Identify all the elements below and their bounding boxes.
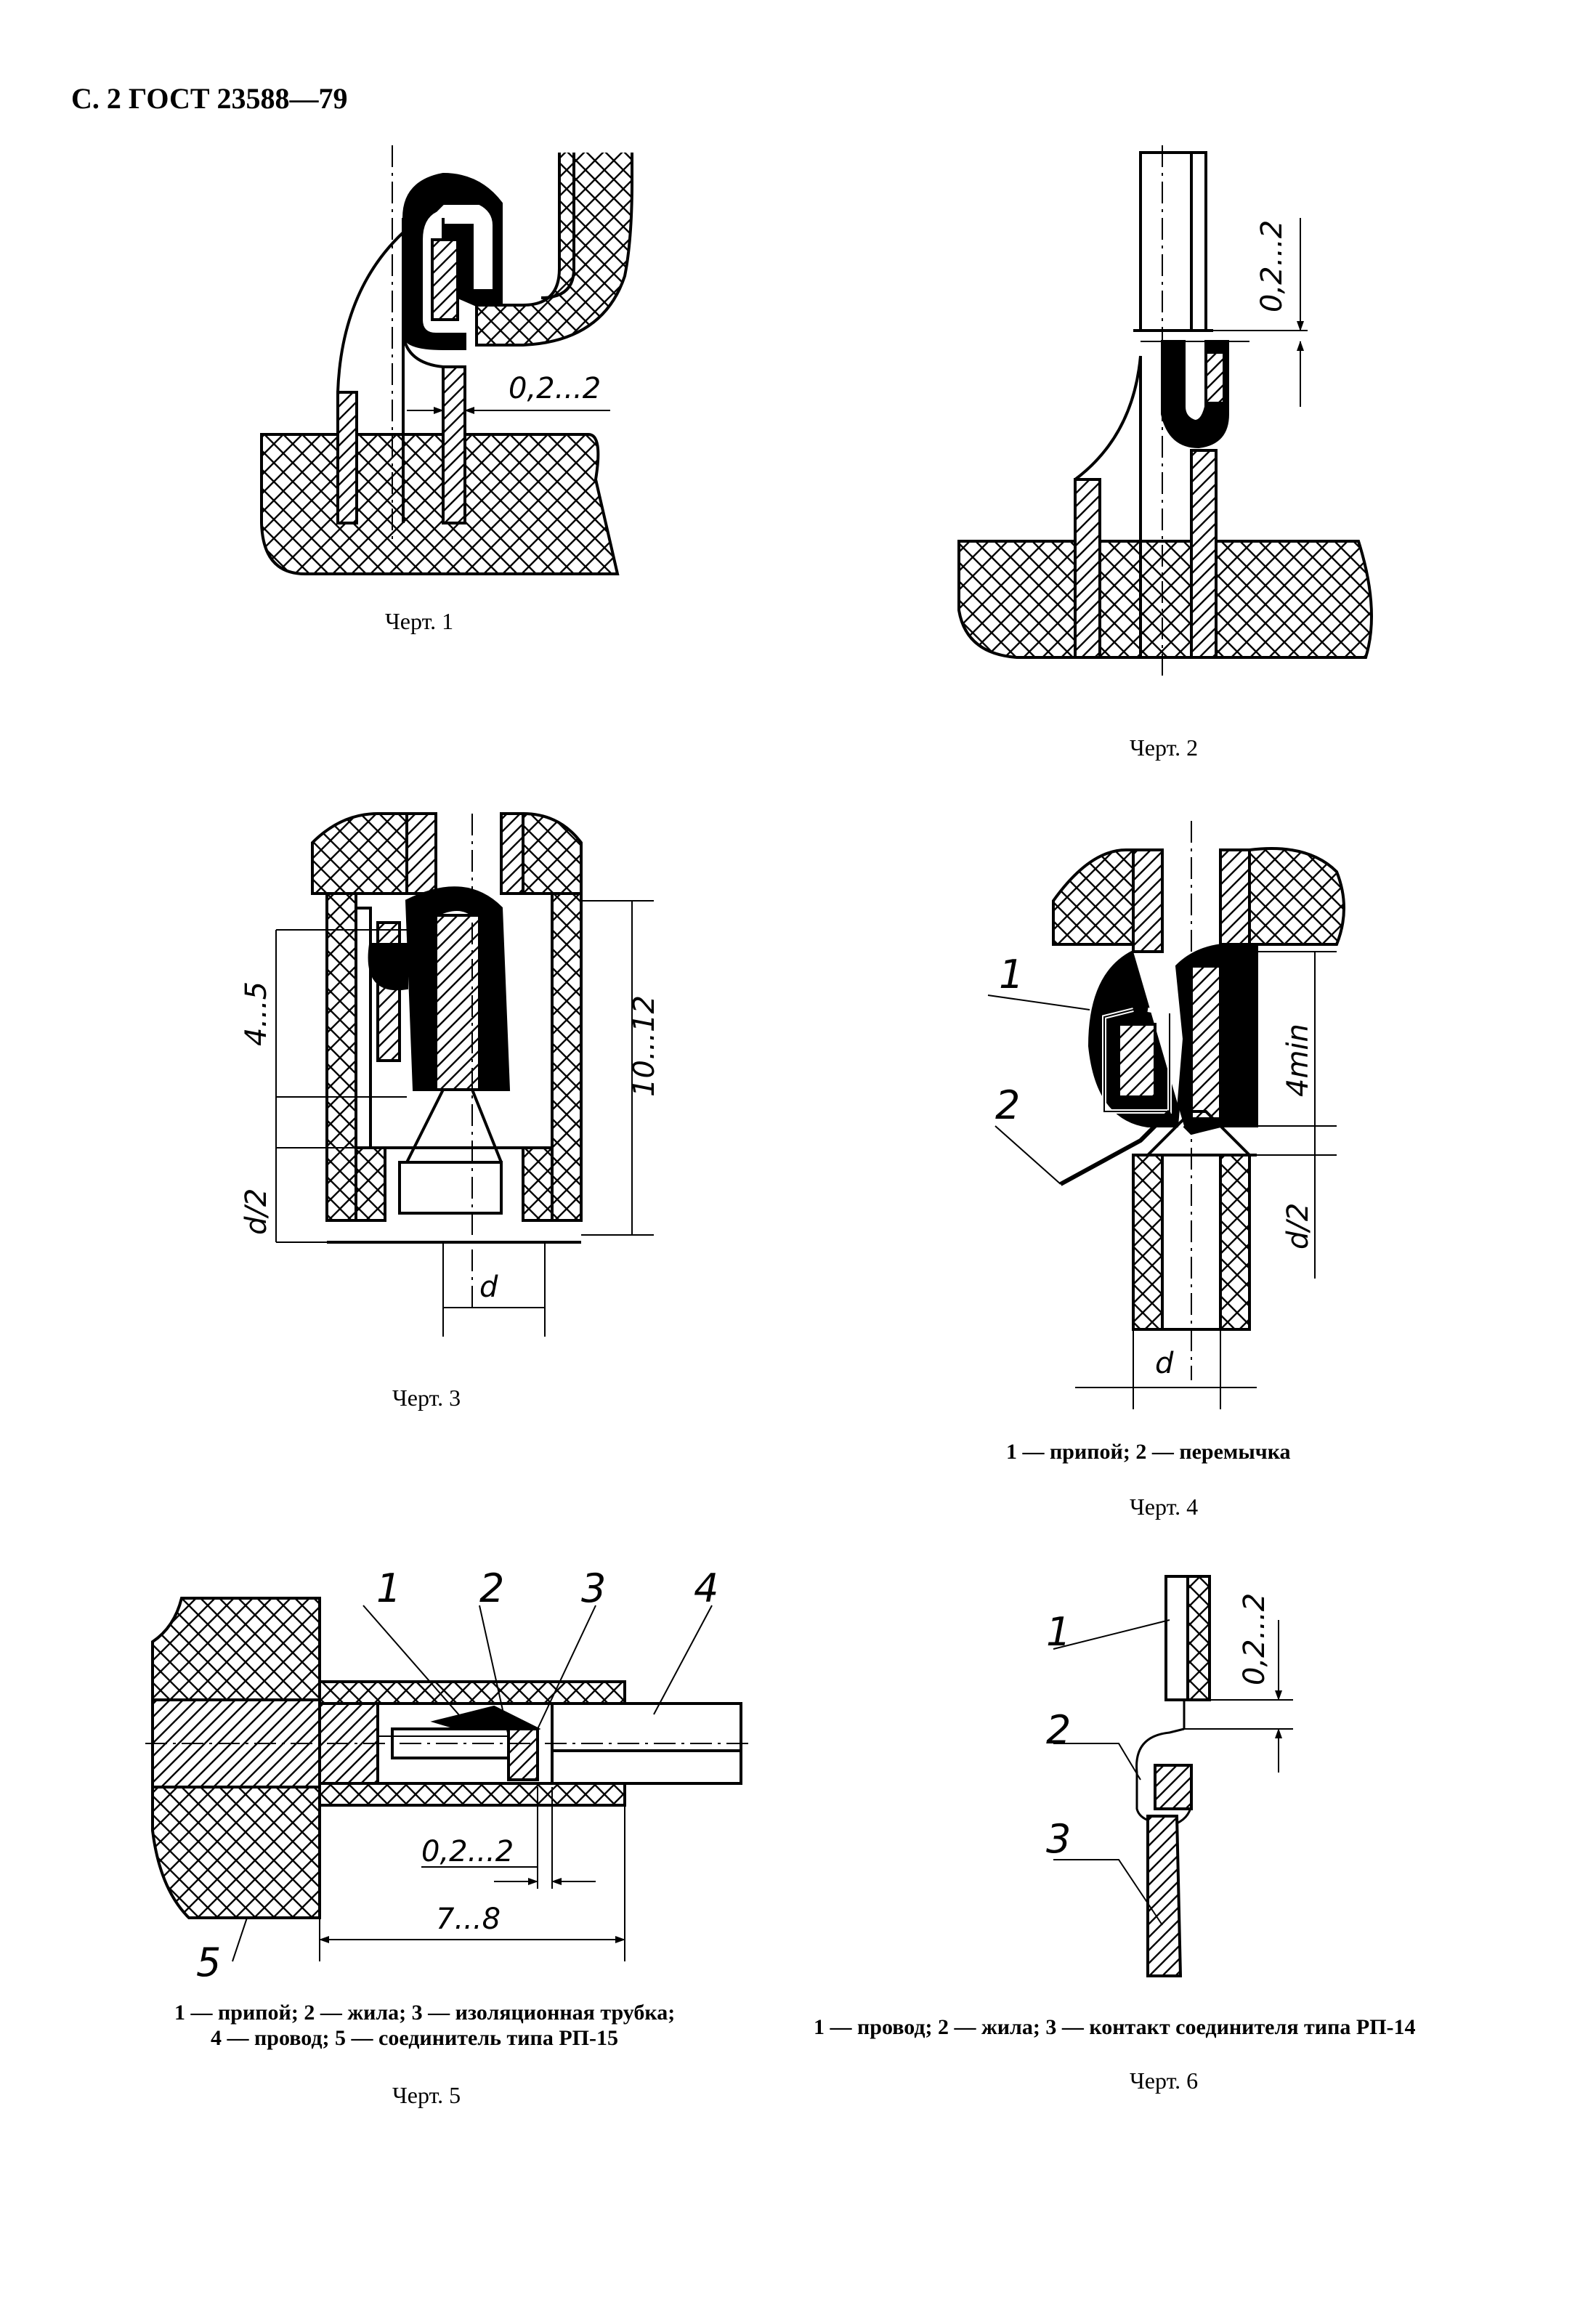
figure-6-caption: Черт. 6 <box>1130 2067 1198 2094</box>
page-header: С. 2 ГОСТ 23588—79 <box>71 82 348 115</box>
figure-5-legend-line-2: 4 — провод; 5 — соединитель типа РП-15 <box>211 2026 618 2050</box>
figure-5-length-dimension: 7...8 <box>436 1903 501 1936</box>
figure-4-caption: Черт. 4 <box>1130 1494 1198 1520</box>
figure-5-label-4: 4 <box>694 1565 718 1611</box>
figure-5-label-2: 2 <box>479 1565 504 1611</box>
figure-5-caption: Черт. 5 <box>392 2082 461 2108</box>
figure-6-label-3: 3 <box>1046 1816 1071 1862</box>
figure-5-label-5: 5 <box>196 1940 221 1985</box>
figure-3-dim-c: d/2 <box>240 1188 273 1235</box>
figure-3-caption: Черт. 3 <box>392 1385 461 1411</box>
figure-3-dim-b: 10...12 <box>628 995 661 1097</box>
figure-4 <box>987 821 1345 1409</box>
figure-6-legend: 1 — провод; 2 — жила; 3 — контакт соедин… <box>814 2015 1416 2039</box>
figure-3-dim-d: d <box>479 1271 498 1304</box>
figure-1 <box>260 145 633 575</box>
figure-4-dim-b: d/2 <box>1281 1203 1315 1249</box>
figure-5-legend-line-1: 1 — припой; 2 — жила; 3 — изоляционная т… <box>174 2001 675 2025</box>
figure-4-dim-a: 4min <box>1281 1024 1315 1097</box>
figure-3-dim-a: 4...5 <box>240 981 273 1046</box>
figure-6-label-1: 1 <box>1046 1609 1071 1655</box>
figure-2-gap-dimension: 0,2...2 <box>1255 220 1289 312</box>
figure-5-gap-dimension: 0,2...2 <box>421 1835 514 1868</box>
figure-2-caption: Черт. 2 <box>1130 734 1198 761</box>
figure-4-label-1: 1 <box>999 952 1024 997</box>
figure-5-label-3: 3 <box>581 1565 606 1611</box>
figure-4-legend: 1 — припой; 2 — перемычка <box>1006 1440 1291 1464</box>
figure-5-label-1: 1 <box>376 1565 401 1611</box>
figure-4-dim-d: d <box>1155 1347 1174 1380</box>
figure-2 <box>957 145 1373 676</box>
figure-3 <box>275 811 654 1337</box>
figure-6 <box>1053 1575 1293 1977</box>
figure-1-caption: Черт. 1 <box>385 608 453 634</box>
figure-6-gap-dimension: 0,2...2 <box>1238 1593 1271 1685</box>
figure-5 <box>145 1597 748 1962</box>
figure-6-label-2: 2 <box>1046 1707 1071 1753</box>
figure-1-gap-dimension: 0,2...2 <box>509 372 601 405</box>
figure-4-label-2: 2 <box>995 1082 1020 1128</box>
